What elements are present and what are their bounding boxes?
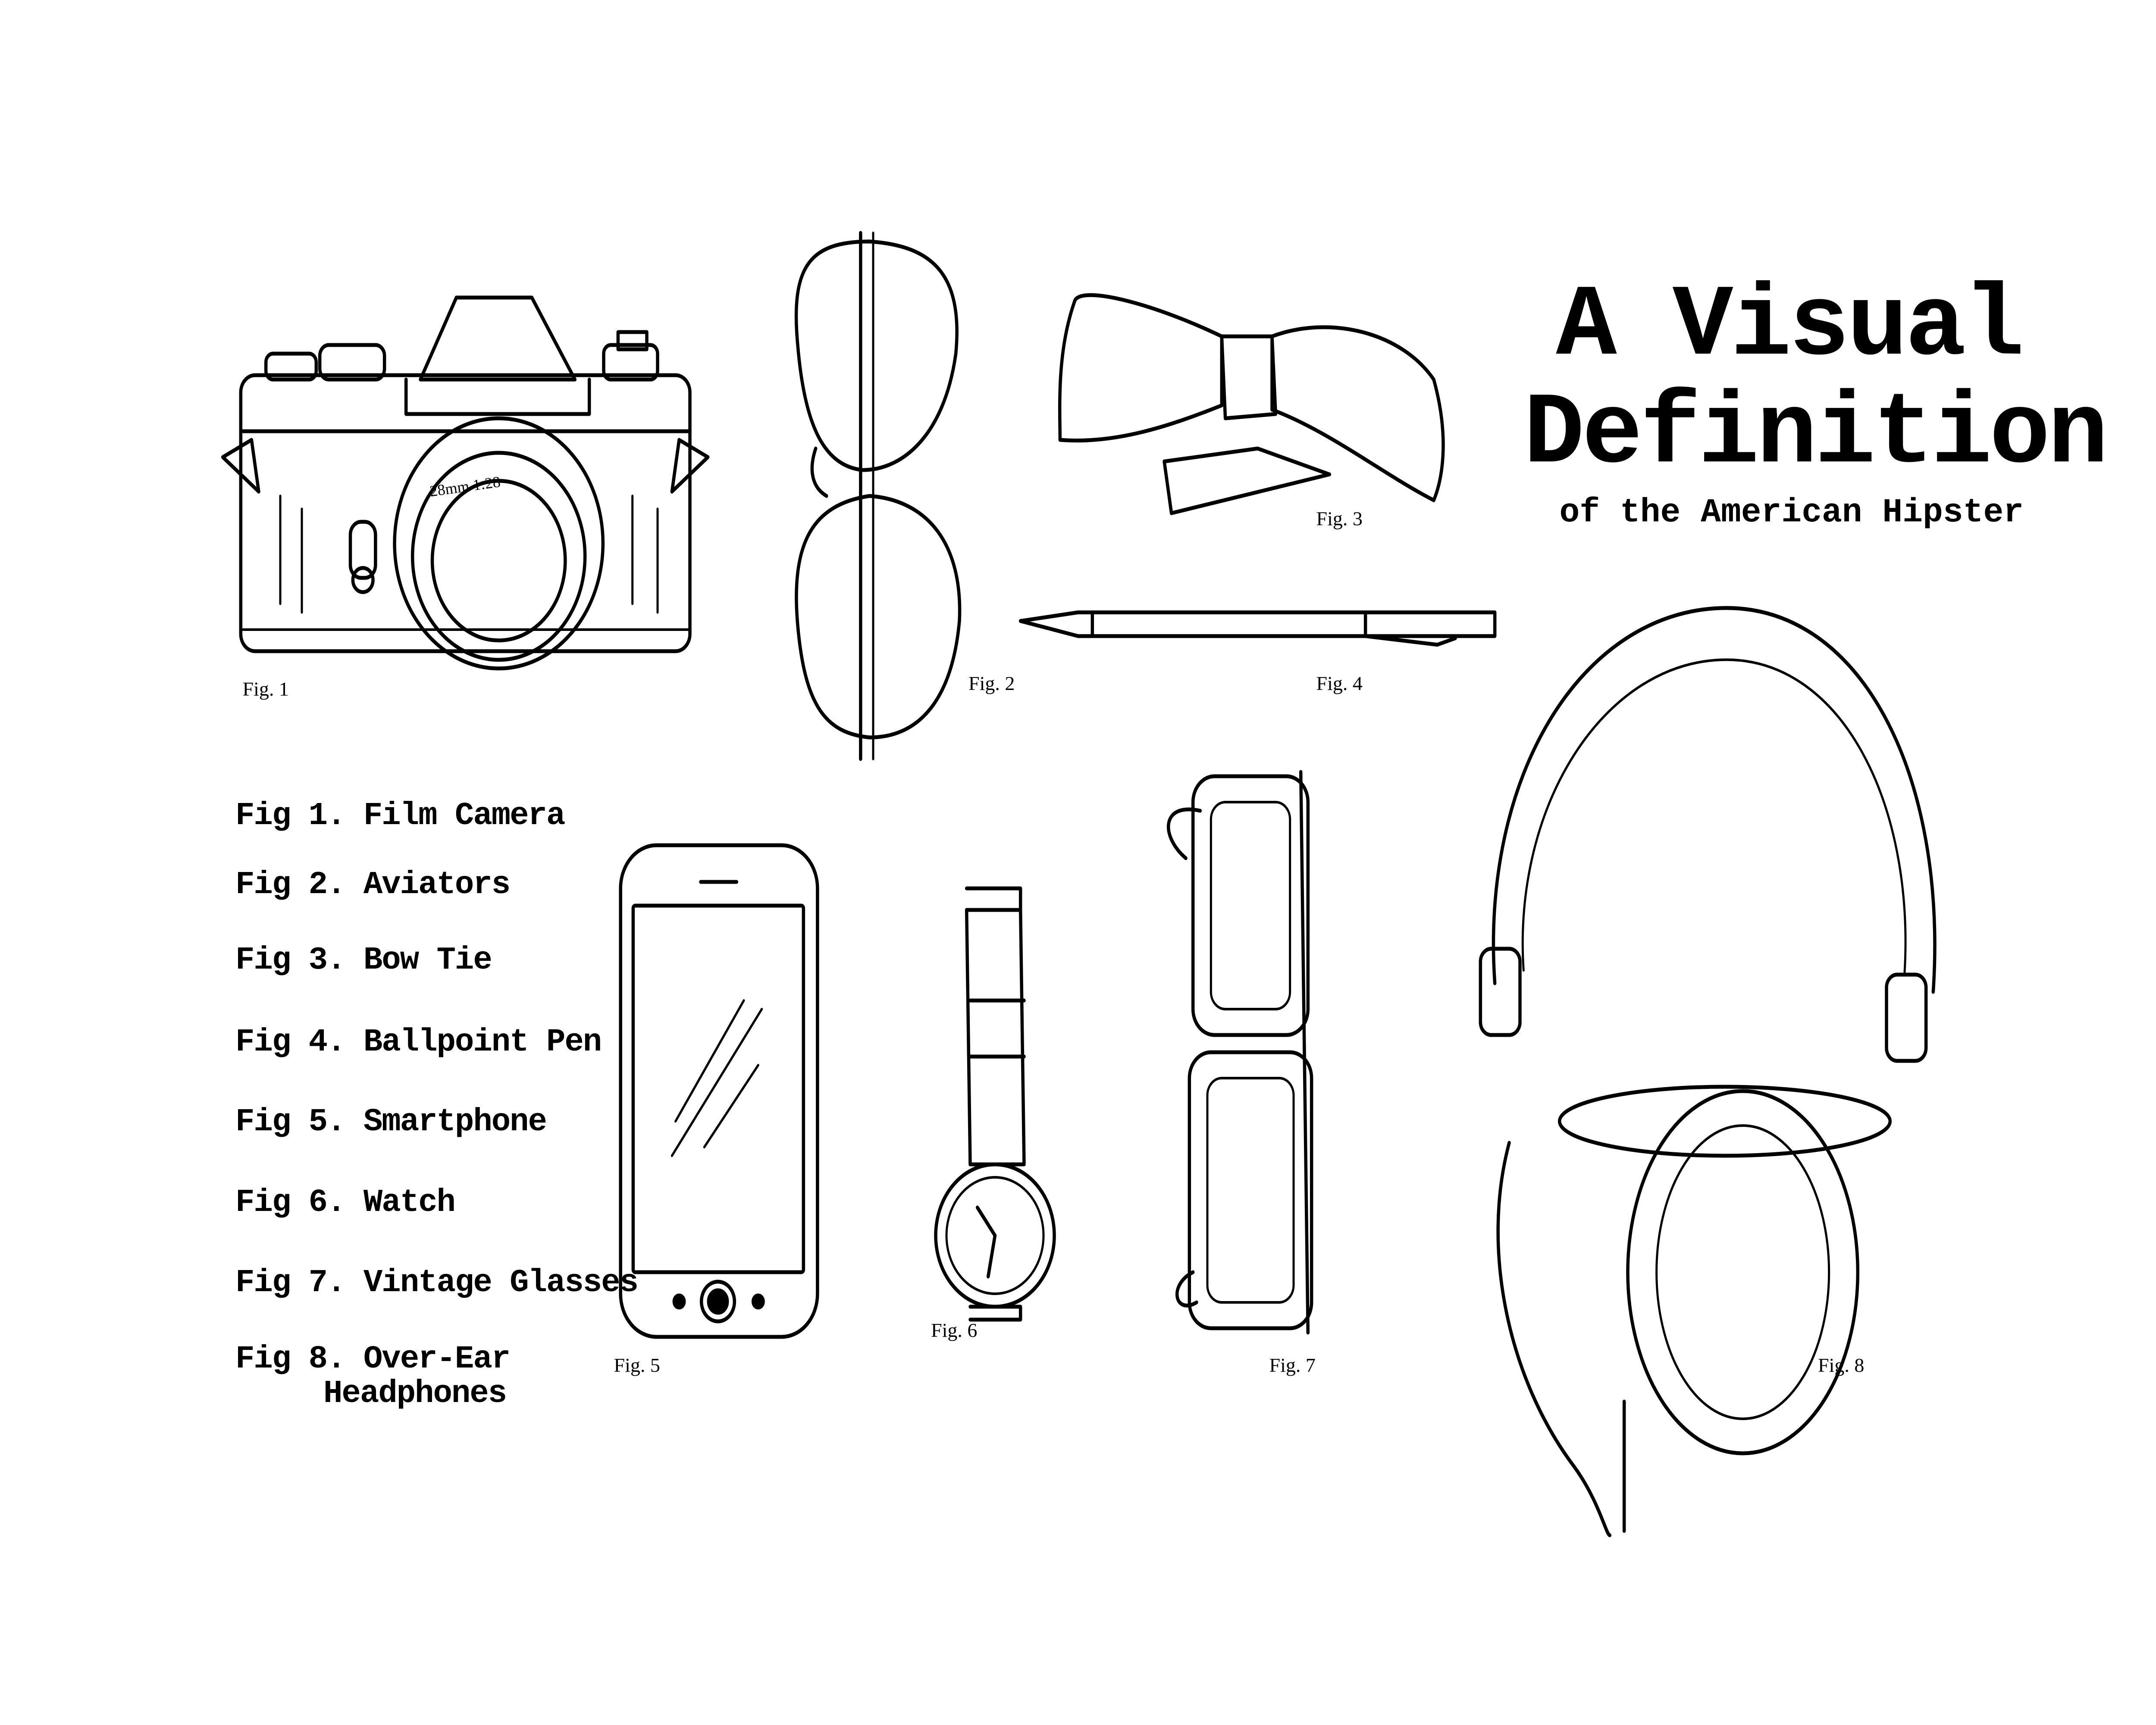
wristwatch-drawing — [934, 886, 1056, 1322]
subtitle: of the American Hipster — [1559, 494, 2024, 532]
smartphone-drawing — [619, 843, 819, 1339]
legend-number: Fig 8. — [235, 1341, 346, 1377]
fig-4-caption: Fig. 4 — [1316, 672, 1363, 694]
over-ear-headphones-drawing — [1479, 606, 1937, 1537]
legend-item: Fig 4. Ballpoint Pen — [235, 1024, 602, 1060]
legend-number: Fig 2. — [235, 867, 346, 903]
legend-number: Fig 4. — [235, 1024, 346, 1060]
legend-label: Watch — [363, 1185, 456, 1221]
legend-number: Fig 5. — [235, 1104, 346, 1140]
legend-label: Smartphone — [363, 1104, 547, 1140]
legend-label: Aviators — [363, 867, 511, 903]
bow-tie-drawing — [1058, 293, 1445, 515]
fig-3-caption: Fig. 3 — [1316, 508, 1363, 530]
legend-number: Fig 7. — [235, 1265, 346, 1301]
legend-item: Fig 2. Aviators — [235, 867, 511, 903]
legend-label: Vintage Glasses — [363, 1265, 639, 1301]
fig-5-caption: Fig. 5 — [614, 1354, 660, 1376]
legend-item: Fig 6. Watch — [235, 1185, 456, 1221]
title-line-2: Definition — [1523, 377, 2109, 492]
fig-8-caption: Fig. 8 — [1818, 1354, 1865, 1376]
title-line-1: A Visual — [1556, 269, 2024, 384]
legend-number: Fig 3. — [235, 942, 346, 979]
fig-6-caption: Fig. 6 — [931, 1319, 978, 1341]
aviator-sunglasses-drawing — [794, 231, 962, 761]
legend-label-continuation: Headphones — [323, 1376, 507, 1412]
legend-item: Fig 7. Vintage Glasses — [235, 1265, 639, 1301]
legend-number: Fig 6. — [235, 1185, 346, 1221]
legend-item: Fig 1. Film Camera — [235, 798, 565, 834]
fig-7-caption: Fig. 7 — [1269, 1354, 1316, 1376]
legend-label: Bow Tie — [363, 942, 492, 979]
fig-2-caption: Fig. 2 — [968, 672, 1015, 694]
legend-item: Fig 8. Over-Ear — [235, 1341, 511, 1377]
vintage-glasses-drawing — [1166, 770, 1313, 1335]
fig-1-caption: Fig. 1 — [242, 678, 289, 700]
legend-label: Over-Ear — [363, 1341, 511, 1377]
legend-number: Fig 1. — [235, 798, 346, 834]
film-camera-drawing — [221, 295, 710, 671]
legend-label: Film Camera — [363, 798, 565, 834]
legend-label: Ballpoint Pen — [363, 1024, 602, 1060]
ballpoint-pen-drawing — [1018, 610, 1497, 647]
legend-item: Fig 5. Smartphone — [235, 1104, 547, 1140]
legend-item: Fig 3. Bow Tie — [235, 944, 492, 976]
